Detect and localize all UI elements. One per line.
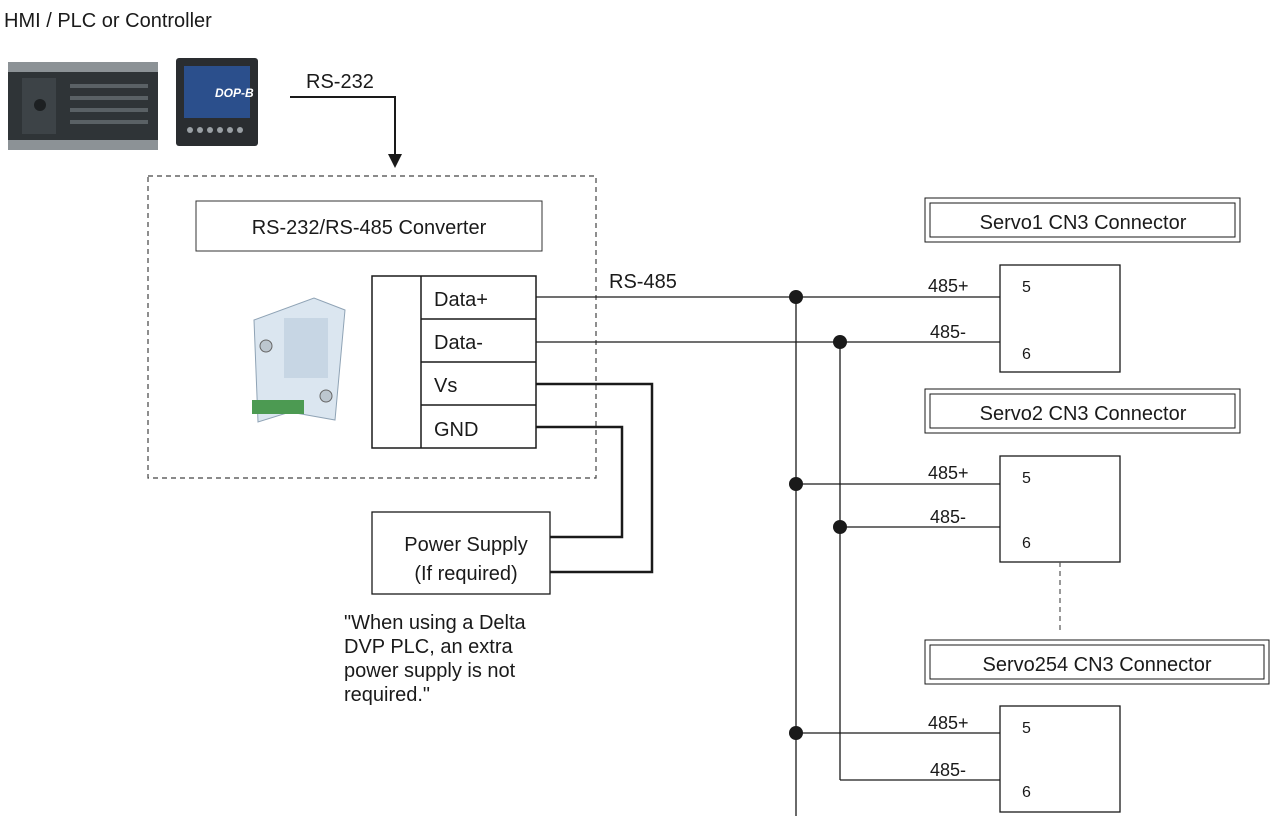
- servo2-485minus: 485-: [930, 507, 966, 527]
- arrow-down-icon: [388, 154, 402, 168]
- servo254-connector: Servo254 CN3 Connector 5 6 485+ 485-: [924, 639, 1270, 813]
- rs485-bus: [536, 296, 1000, 816]
- servo254-pin6: 6: [1022, 784, 1031, 801]
- power-supply-label: Power Supply: [404, 534, 527, 556]
- hmi-logo: DOP-B: [215, 86, 254, 100]
- converter-enclosure: [147, 175, 597, 479]
- svg-text:power supply is not: power supply is not: [344, 660, 516, 682]
- hmi-touch-panel-icon: DOP-B: [176, 58, 258, 146]
- bus-junctions: [789, 290, 847, 740]
- diagram-title: HMI / PLC or Controller: [4, 10, 212, 32]
- servo2-pin5: 5: [1022, 470, 1031, 487]
- servo1-pin6: 6: [1022, 346, 1031, 363]
- terminal-data-minus: Data-: [434, 332, 483, 354]
- servo1-connector: Servo1 CN3 Connector 5 6 485+ 485-: [924, 197, 1241, 373]
- servo1-485minus: 485-: [930, 322, 966, 342]
- servo254-pin5: 5: [1022, 720, 1031, 737]
- servo2-title: Servo2 CN3 Connector: [980, 403, 1187, 425]
- power-supply-box: [371, 511, 551, 595]
- power-supply-sublabel: (If required): [414, 563, 517, 585]
- servo254-title: Servo254 CN3 Connector: [982, 654, 1211, 676]
- terminal-gnd: GND: [434, 419, 478, 441]
- power-note: "When using a Delta DVP PLC, an extra po…: [344, 612, 527, 706]
- svg-text:DVP PLC, an extra: DVP PLC, an extra: [344, 636, 513, 658]
- rs232-wire: [290, 96, 396, 155]
- power-wires: [536, 382, 654, 574]
- servo254-485minus: 485-: [930, 760, 966, 780]
- terminal-data-plus: Data+: [434, 289, 488, 311]
- servo254-485plus: 485+: [928, 713, 969, 733]
- converter-title: RS-232/RS-485 Converter: [252, 217, 487, 239]
- svg-text:"When using a Delta: "When using a Delta: [344, 612, 527, 634]
- rs485-label: RS-485: [609, 271, 677, 293]
- terminal-vs: Vs: [434, 375, 457, 397]
- servo1-485plus: 485+: [928, 276, 969, 296]
- servo1-pin5: 5: [1022, 279, 1031, 296]
- svg-text:required.": required.": [344, 684, 430, 706]
- converter-module-icon: [252, 297, 346, 423]
- plc-controller-icon: [8, 62, 158, 150]
- servo2-connector: Servo2 CN3 Connector 5 6 485+ 485-: [924, 388, 1241, 563]
- servo2-485plus: 485+: [928, 463, 969, 483]
- rs232-label: RS-232: [306, 71, 374, 93]
- servo2-pin6: 6: [1022, 535, 1031, 552]
- converter-title-box: [195, 200, 543, 252]
- servo1-title: Servo1 CN3 Connector: [980, 212, 1187, 234]
